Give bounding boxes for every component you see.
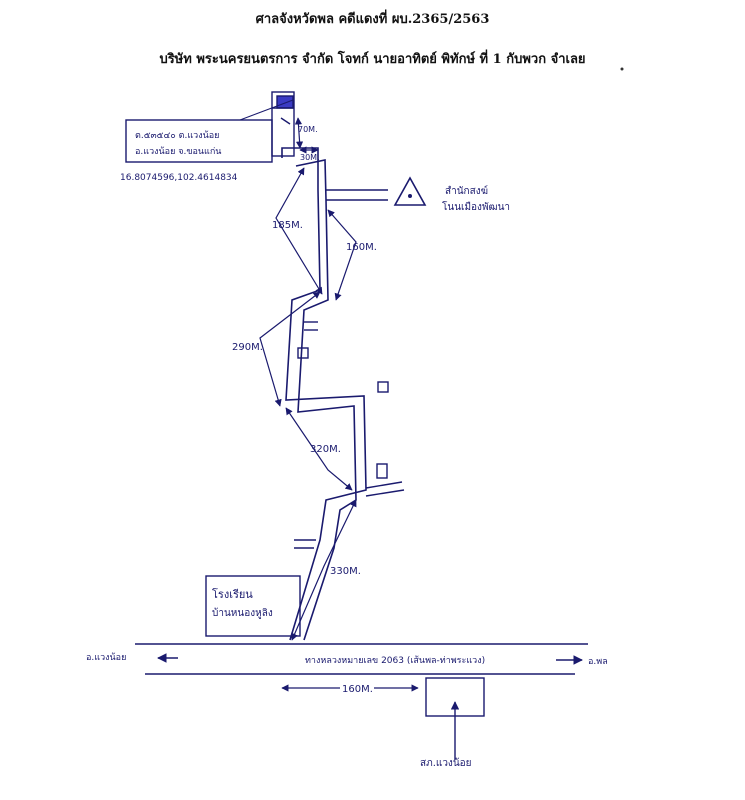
school-line2: บ้านหนองหูลิง [212,607,273,619]
highway-label: ทางหลวงหมายเลข 2063 (เส้นพล-ท่าพระแวง) [305,655,485,666]
school-line1: โรงเรียน [212,587,253,601]
police-station [425,677,485,760]
landmark-name1: สำนักสงฆ์ [445,185,488,197]
dist-185: 185M. [272,220,303,231]
parties-header: บริษัท พระนครยนตรการ จำกัด โจทก์ นายอาทิ… [159,52,586,67]
highway [135,643,588,675]
address-line2: อ.แวงน้อย จ.ขอนแก่น [135,146,221,157]
address-box: ต.๕๓๕๔๐ ต.แวงน้อย อ.แวงน้อย จ.ขอนแก่น [125,119,273,163]
dist-320: 320M. [310,444,341,455]
gps-coordinates: 16.8074596,102.4614834 [120,173,238,183]
direction-right: อ.พล [588,657,608,667]
direction-left: อ.แวงน้อย [86,652,126,663]
court-case-header: ศาลจังหวัดพล คดีแดงที่ ผบ.2365/2563 [255,12,490,27]
stray-dot [620,67,624,71]
target-plot [239,91,295,157]
dist-160b: 160M. [342,684,373,695]
dist-70: 70M. [298,125,318,134]
dist-30: 30M. [300,153,320,162]
dist-290: 290M. [232,342,263,353]
police-label: สภ.แวงน้อย [420,757,472,769]
landmark-name2: โนนเมืองพัฒนา [442,200,510,213]
dist-330: 330M. [330,566,361,577]
address-line1: ต.๕๓๕๔๐ ต.แวงน้อย [135,130,219,141]
distance-arrows [259,117,357,641]
school-box: โรงเรียน บ้านหนองหูลิง [205,575,301,637]
landmark-temple: สำนักสงฆ์ โนนเมืองพัฒนา [393,176,510,213]
dist-160a: 160M. [346,242,377,253]
houses [297,347,389,479]
